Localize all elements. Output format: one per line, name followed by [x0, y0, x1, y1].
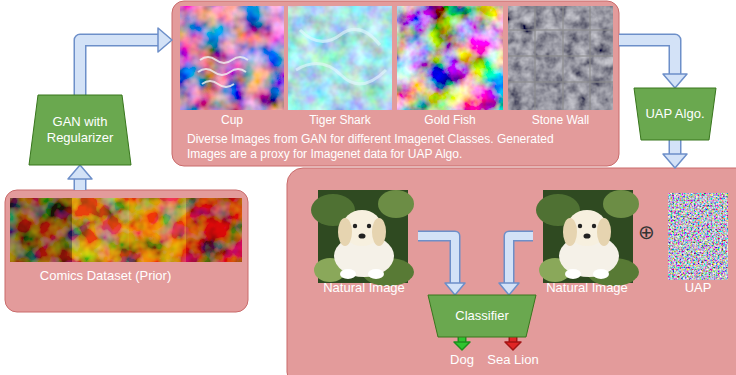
plus-symbol: ⊕ [638, 220, 655, 244]
flow-arrow [68, 165, 92, 190]
node-text: Classifier [455, 308, 508, 324]
arrow-body [619, 40, 675, 74]
gan-trapezoid: GAN with Regularizer [29, 95, 131, 165]
node-text: Natural Image [323, 280, 405, 296]
attack-panel: Natural Image Natural Image UAP ClassifierD… [287, 168, 736, 375]
arrow-outline [669, 140, 682, 154]
arrow-outline [509, 236, 533, 283]
image-tile: Cup [180, 6, 284, 128]
output-label: Dog [440, 350, 484, 370]
flow-arrow [454, 337, 470, 350]
arrow-head [445, 283, 465, 295]
uap-tile: UAP [663, 188, 733, 298]
arrow-head [663, 154, 687, 168]
arrow-head [158, 28, 172, 52]
output-label: Sea Lion [482, 350, 544, 370]
node-text: Cup [221, 113, 243, 127]
arrow-body [670, 140, 680, 154]
arrow-body [418, 236, 455, 283]
classifier-trapezoid: Classifier [428, 295, 536, 337]
flow-arrow [505, 337, 521, 350]
arrow-body [509, 236, 533, 283]
arrow-head [454, 342, 470, 350]
arrow-outline [74, 179, 87, 190]
generated-images-panel: Diverse Images from GAN for different Im… [172, 1, 619, 166]
node-text: UAP [685, 280, 712, 296]
arrow-body [75, 179, 85, 190]
trapezoid-shape [634, 88, 716, 140]
arrow-outline [418, 236, 455, 283]
arrow-outline [619, 40, 675, 74]
uap-algo-trapezoid: UAP Algo. [634, 88, 716, 140]
arrow-head [499, 283, 519, 295]
arrow-head [505, 342, 521, 350]
node-text: Sea Lion [487, 352, 538, 368]
node-text: Dog [450, 352, 474, 368]
trapezoid-shape [29, 95, 131, 165]
flow-arrow [499, 236, 533, 295]
trapezoid-shape [428, 295, 536, 337]
node-text: Tiger Shark [309, 113, 371, 127]
node-text: Gold Fish [424, 113, 475, 127]
node-text: Comics Dataset (Prior) [40, 268, 171, 284]
node-text: Natural Image [546, 280, 628, 296]
node-text: Diverse Images from GAN for different Im… [187, 132, 555, 161]
node-text: Stone Wall [532, 113, 590, 127]
image-tile: Natural Image [310, 188, 418, 298]
arrow-outline [80, 40, 158, 95]
dataset-panel: Comics Dataset (Prior) [5, 190, 248, 312]
arrow-body [80, 40, 158, 95]
flow-arrow [80, 28, 172, 95]
node-text: UAP Algo. [645, 106, 704, 122]
flow-arrow [418, 236, 465, 295]
arrow-head [663, 74, 687, 88]
image-tile: Natural Image [533, 188, 641, 298]
image-tile: Stone Wall [508, 6, 613, 128]
node-text: GAN with Regularizer [43, 114, 117, 145]
image-tile: Tiger Shark [288, 6, 392, 128]
flow-arrow [663, 140, 687, 168]
flow-arrow [619, 40, 687, 88]
arrow-head [68, 165, 92, 179]
image-tile: Gold Fish [397, 6, 503, 128]
